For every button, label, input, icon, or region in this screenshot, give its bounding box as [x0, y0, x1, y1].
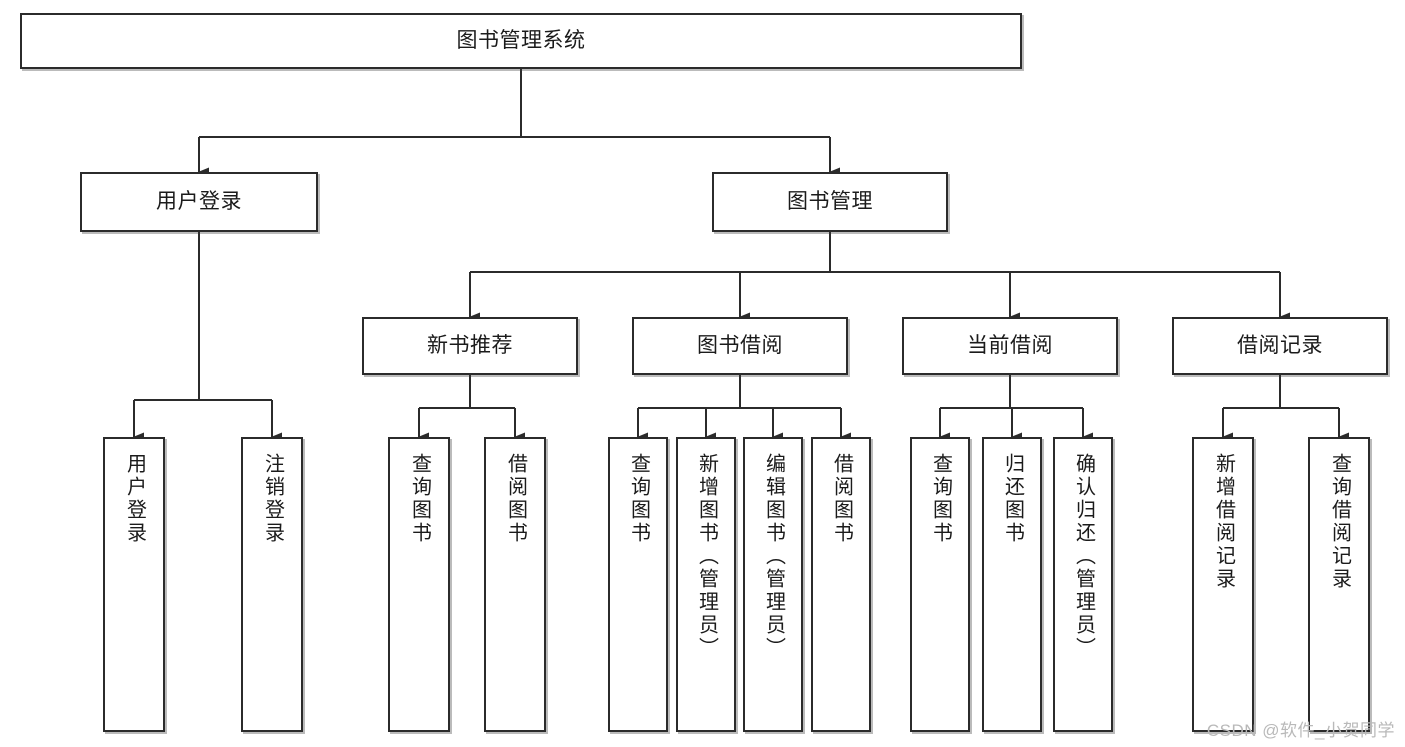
- node-label: 归还图书: [1001, 453, 1024, 545]
- node-label: 当前借阅: [967, 333, 1053, 357]
- node-root[interactable]: 图书管理系统: [20, 13, 1022, 69]
- leaf-leaf-query-borrow-record[interactable]: 查询借阅记录: [1308, 437, 1370, 732]
- node-current-borrow[interactable]: 当前借阅: [902, 317, 1118, 375]
- node-label: 注销登录: [261, 453, 284, 545]
- node-label: 新增图书（管理员）: [695, 453, 718, 660]
- node-label: 查询图书: [929, 453, 952, 545]
- leaf-leaf-user-logout[interactable]: 注销登录: [241, 437, 303, 732]
- node-label: 借阅图书: [504, 453, 527, 545]
- node-label: 编辑图书（管理员）: [762, 453, 785, 660]
- node-book-management[interactable]: 图书管理: [712, 172, 948, 232]
- node-label: 新增借阅记录: [1212, 453, 1235, 591]
- leaf-leaf-query-book-current[interactable]: 查询图书: [910, 437, 970, 732]
- node-label: 用户登录: [156, 189, 242, 213]
- leaf-leaf-add-borrow-record[interactable]: 新增借阅记录: [1192, 437, 1254, 732]
- leaf-leaf-edit-book-admin[interactable]: 编辑图书（管理员）: [743, 437, 803, 732]
- node-book-borrow[interactable]: 图书借阅: [632, 317, 848, 375]
- node-label: 查询图书: [627, 453, 650, 545]
- leaf-leaf-user-login[interactable]: 用户登录: [103, 437, 165, 732]
- connectors-group: [132, 69, 1349, 442]
- node-new-book-recommend[interactable]: 新书推荐: [362, 317, 578, 375]
- node-label: 图书管理系统: [456, 28, 586, 52]
- node-label: 图书管理: [787, 189, 873, 213]
- watermark-text: CSDN @软件_小贺同学: [1206, 721, 1395, 740]
- node-label: 新书推荐: [427, 333, 513, 357]
- node-label: 图书借阅: [697, 333, 783, 357]
- leaf-leaf-add-book-admin[interactable]: 新增图书（管理员）: [676, 437, 736, 732]
- leaf-leaf-query-book-recommend[interactable]: 查询图书: [388, 437, 450, 732]
- node-label: 查询借阅记录: [1328, 453, 1351, 591]
- node-borrow-record[interactable]: 借阅记录: [1172, 317, 1388, 375]
- leaf-leaf-borrow-book-borrow[interactable]: 借阅图书: [811, 437, 871, 732]
- node-label: 借阅记录: [1237, 333, 1323, 357]
- leaf-leaf-borrow-book-recommend[interactable]: 借阅图书: [484, 437, 546, 732]
- leaf-leaf-return-book[interactable]: 归还图书: [982, 437, 1042, 732]
- leaf-leaf-confirm-return-admin[interactable]: 确认归还（管理员）: [1053, 437, 1113, 732]
- node-label: 查询图书: [408, 453, 431, 545]
- node-label: 用户登录: [123, 453, 146, 545]
- node-label: 确认归还（管理员）: [1072, 453, 1095, 660]
- leaf-leaf-query-book-borrow[interactable]: 查询图书: [608, 437, 668, 732]
- node-user-login[interactable]: 用户登录: [80, 172, 318, 232]
- node-label: 借阅图书: [830, 453, 853, 545]
